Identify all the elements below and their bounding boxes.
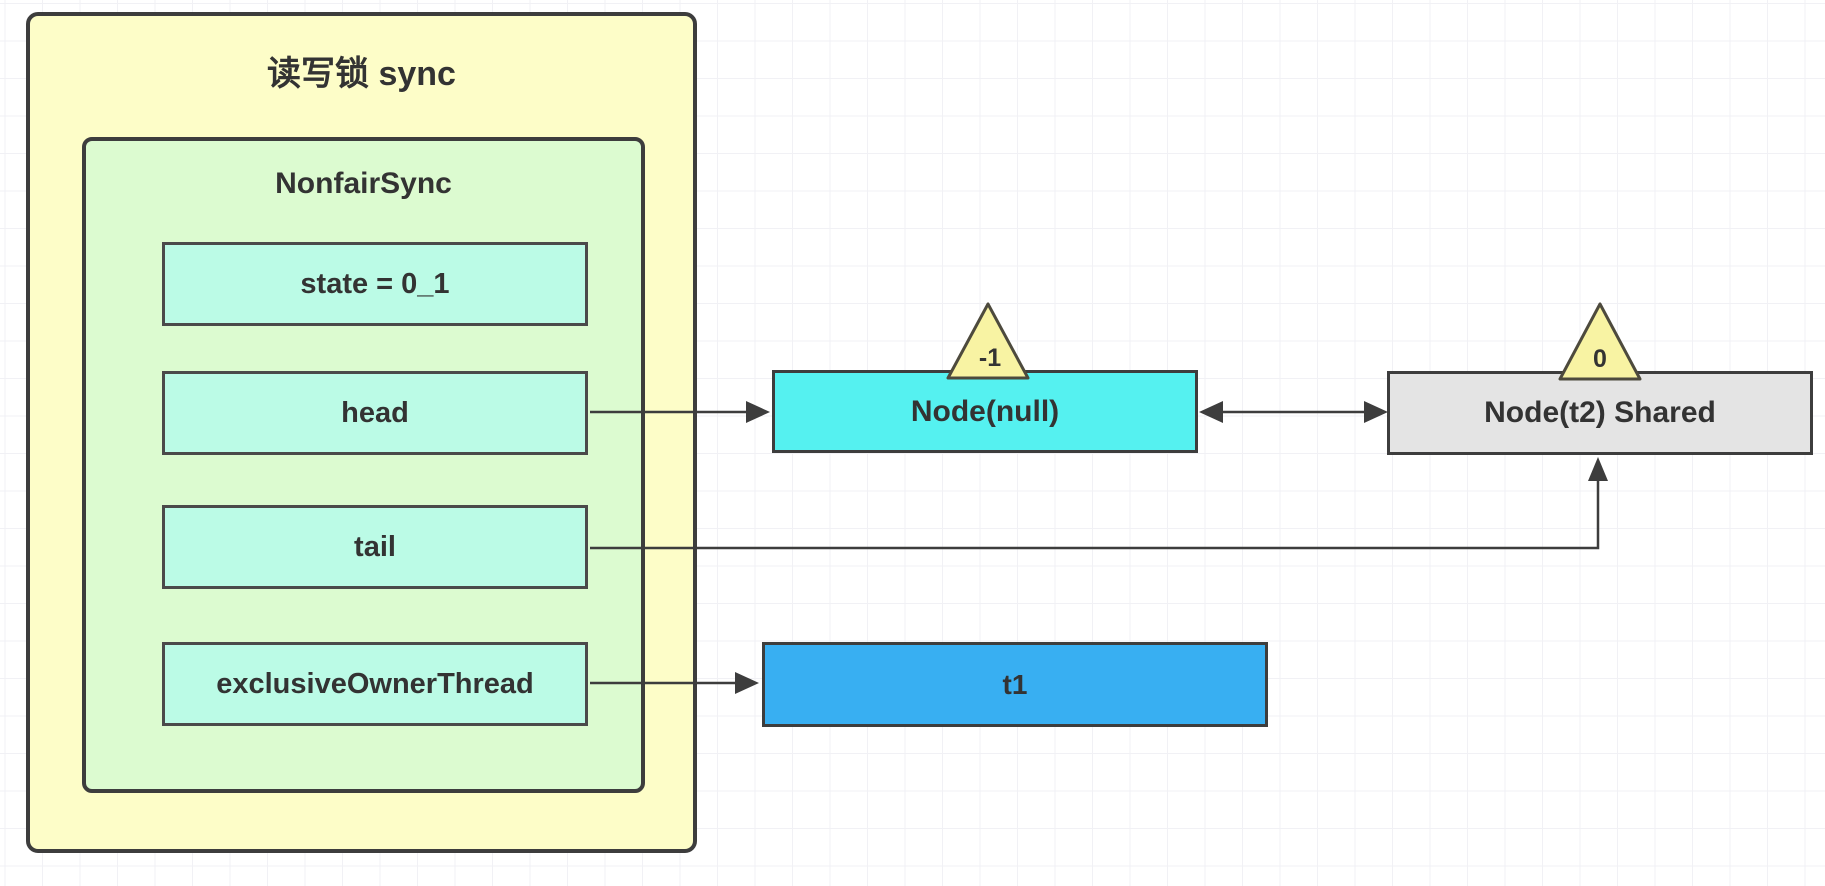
thread-t1-box: t1 bbox=[762, 642, 1268, 727]
field-exclusive-owner-thread-label: exclusiveOwnerThread bbox=[216, 667, 534, 700]
waitstatus-value-node-t2: 0 bbox=[1593, 345, 1607, 373]
field-state-label: state = 0_1 bbox=[300, 267, 450, 300]
node-t2-shared-label: Node(t2) Shared bbox=[1484, 396, 1716, 429]
field-tail: tail bbox=[162, 505, 588, 589]
arrowhead-to-node-t2 bbox=[1364, 401, 1388, 423]
field-state: state = 0_1 bbox=[162, 242, 588, 326]
sync-group-title: 读写锁 sync bbox=[267, 55, 456, 93]
waitstatus-triangle-node-null bbox=[946, 302, 1030, 380]
field-tail-label: tail bbox=[354, 530, 396, 563]
waitstatus-triangle-node-t2 bbox=[1558, 302, 1642, 381]
edge-tail-to-node-t2 bbox=[590, 478, 1600, 550]
sync-group-container: 读写锁 sync NonfairSync state = 0_1 head ta… bbox=[26, 12, 697, 853]
node-t2-shared-box: Node(t2) Shared bbox=[1387, 371, 1813, 455]
field-exclusive-owner-thread: exclusiveOwnerThread bbox=[162, 642, 588, 726]
waitstatus-value-node-null: -1 bbox=[979, 344, 1001, 372]
arrowhead-to-node-null bbox=[1199, 401, 1223, 423]
field-head-label: head bbox=[341, 396, 409, 429]
arrowhead-tail-to-node-t2 bbox=[1588, 457, 1608, 481]
node-null-label: Node(null) bbox=[910, 394, 1060, 428]
field-head: head bbox=[162, 371, 588, 455]
arrowhead-head-to-node-null bbox=[746, 401, 770, 423]
nonfairsync-title: NonfairSync bbox=[275, 167, 452, 200]
arrowhead-owner-to-t1 bbox=[735, 672, 759, 694]
thread-t1-label: t1 bbox=[1002, 668, 1028, 700]
nonfairsync-container: NonfairSync state = 0_1 head tail exclus… bbox=[82, 137, 645, 793]
node-null-box: Node(null) bbox=[772, 370, 1198, 453]
